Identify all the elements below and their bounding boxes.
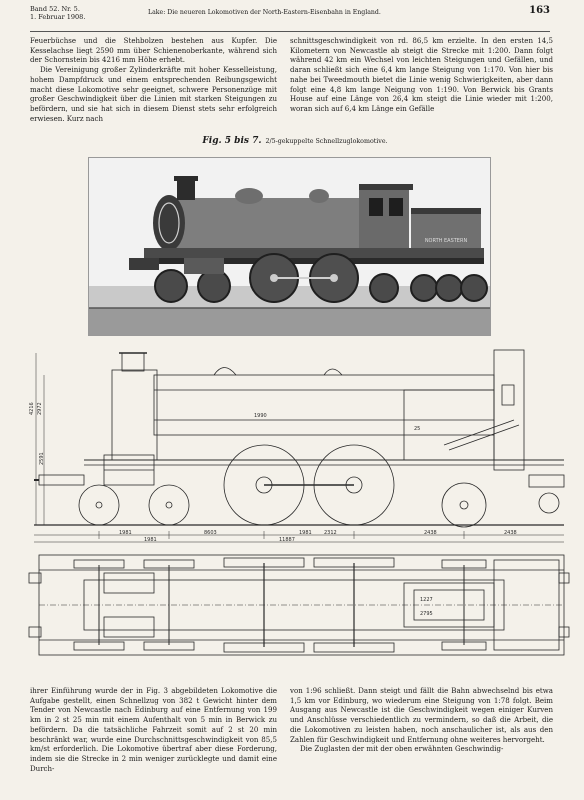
figure-number: Fig. 5 bis 7. bbox=[202, 136, 262, 146]
tender-lettering: NORTH EASTERN bbox=[425, 238, 468, 244]
paragraph: Feuerbüchse und die Stehbolzen bestehen … bbox=[30, 36, 277, 65]
dim-wheelbase-a: 8603 bbox=[204, 530, 217, 536]
locomotive-elevation-and-plan: 1990 2591 1981 1981 2438 8603 2972 4216 … bbox=[28, 349, 570, 656]
column-top-right: schnittsgeschwindigkeit von rd. 86,5 km … bbox=[290, 36, 553, 114]
dim-total-length: 11887 bbox=[279, 537, 295, 543]
locomotive-photo-drawing: NORTH EASTERN bbox=[89, 176, 490, 335]
volume-line-1: Band 52. Nr. 5. bbox=[30, 5, 80, 13]
technical-drawings: 1990 2591 1981 1981 2438 8603 2972 4216 … bbox=[24, 345, 572, 670]
running-header: Band 52. Nr. 5. 1. Februar 1908. Lake: D… bbox=[30, 5, 550, 32]
dim-chimney-height: 4216 bbox=[29, 402, 35, 415]
paragraph: schnittsgeschwindigkeit von rd. 86,5 km … bbox=[290, 36, 553, 113]
dim-coupled: 1981 bbox=[299, 530, 312, 536]
dim-total-a: 1981 bbox=[144, 537, 157, 543]
paragraph: ihrer Einführung wurde der in Fig. 3 abg… bbox=[30, 686, 277, 773]
volume-line-2: 1. Februar 1908. bbox=[30, 13, 86, 21]
figure-caption: Fig. 5 bis 7. 2/5-gekuppelte Schnellzugl… bbox=[30, 136, 560, 146]
dim-trailing: 2438 bbox=[424, 530, 437, 536]
dim-bogie: 1981 bbox=[119, 530, 132, 536]
paragraph: Die Vereinigung großer Zylinderkräfte mi… bbox=[30, 65, 277, 123]
dim-small: 25 bbox=[414, 426, 420, 432]
dim-boiler: 1990 bbox=[254, 413, 267, 419]
locomotive-photo: NORTH EASTERN bbox=[88, 157, 491, 336]
dim-height-a: 2972 bbox=[37, 402, 43, 415]
dim-rear: 2438 bbox=[504, 530, 517, 536]
paragraph: Die Zuglasten der mit der oben erwähnten… bbox=[300, 744, 504, 754]
dim-plan-b: 2795 bbox=[420, 611, 433, 617]
dim-wheelbase-b: 2312 bbox=[324, 530, 337, 536]
dim-plan-a: 1227 bbox=[420, 597, 433, 603]
column-top-left: Feuerbüchse und die Stehbolzen bestehen … bbox=[30, 36, 277, 123]
paragraph: von 1:96 schließt. Dann steigt und fällt… bbox=[290, 686, 553, 744]
dim-axle-height: 2591 bbox=[39, 452, 45, 465]
running-title: Lake: Die neueren Lokomotiven der North-… bbox=[148, 9, 381, 16]
figure-caption-text: 2/5-gekuppelte Schnellzuglokomotive. bbox=[265, 138, 388, 145]
column-bottom-right: von 1:96 schließt. Dann steigt und fällt… bbox=[290, 686, 553, 754]
column-bottom-left: ihrer Einführung wurde der in Fig. 3 abg… bbox=[30, 686, 277, 773]
page-number: 163 bbox=[529, 5, 550, 16]
volume-info: Band 52. Nr. 5. 1. Februar 1908. bbox=[30, 5, 85, 21]
